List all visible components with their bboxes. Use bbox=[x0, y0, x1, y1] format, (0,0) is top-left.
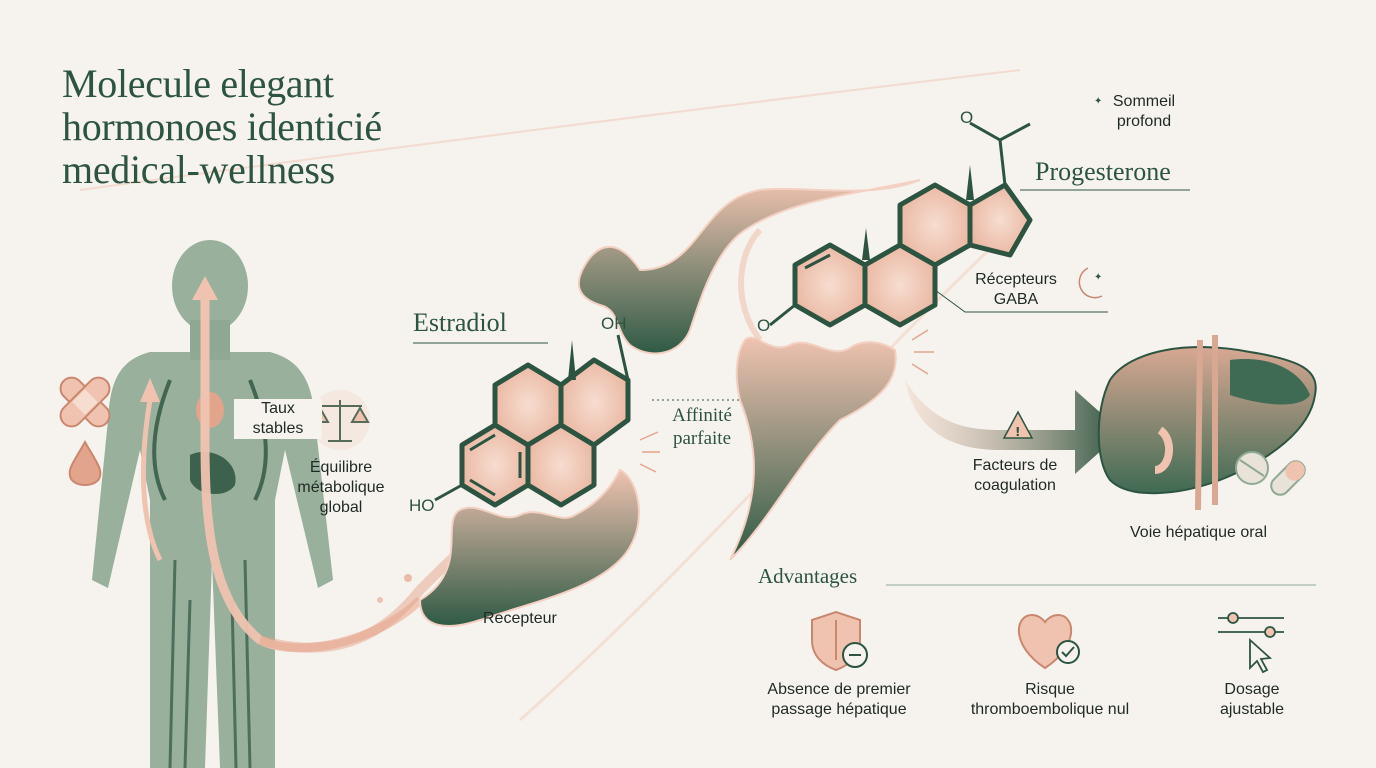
moon-stars-icon-gaba: ✦ bbox=[1078, 267, 1102, 299]
gaba-line-1: Récepteurs bbox=[975, 271, 1057, 288]
drop-icon bbox=[68, 439, 102, 486]
progesterone-upper-receptor bbox=[577, 179, 921, 355]
advantage-1-line-2: passage hépatique bbox=[771, 701, 907, 718]
equilibre-line-1: Équilibre bbox=[309, 459, 373, 476]
bandage-icon bbox=[59, 376, 111, 428]
affinity-label: Affinité parfaite bbox=[660, 404, 744, 450]
sommeil-line-1: Sommeil bbox=[1112, 93, 1176, 110]
equilibre-line-3: global bbox=[319, 499, 363, 516]
sommeil-label: Sommeil profond bbox=[1108, 92, 1180, 132]
advantage-item-first-pass: Absence de premier passage hépatique bbox=[756, 680, 922, 720]
hepatic-arrow bbox=[905, 380, 1122, 474]
estradiol-molecule bbox=[434, 334, 631, 508]
advantage-3-line-2: ajustable bbox=[1219, 701, 1285, 718]
equilibre-line-2: métabolique bbox=[297, 479, 385, 496]
moon-stars-icon: ✦ bbox=[1079, 92, 1102, 120]
svg-text:✦: ✦ bbox=[1094, 96, 1102, 107]
advantage-2-line-2: thromboembolique nul bbox=[970, 701, 1130, 718]
svg-text:✦: ✦ bbox=[1094, 272, 1102, 283]
advantages-heading: Advantages bbox=[758, 564, 858, 588]
title-line-3: medical-wellness bbox=[62, 147, 335, 192]
facteurs-line-1: Facteurs de bbox=[972, 457, 1058, 474]
gaba-line-2: GABA bbox=[993, 291, 1039, 308]
slider-cursor-icon bbox=[1218, 612, 1284, 674]
estradiol-label: Estradiol bbox=[413, 308, 507, 337]
advantage-3-line-1: Dosage bbox=[1224, 681, 1280, 698]
warning-icon: ! bbox=[1002, 410, 1034, 439]
page-title: Molecule elegant hormonoes identicié med… bbox=[62, 62, 382, 191]
spark-lines bbox=[639, 329, 934, 473]
advantage-item-dosage: Dosage ajustable bbox=[1200, 680, 1304, 720]
heart-check-icon bbox=[1018, 613, 1080, 670]
estradiol-receptor-pocket bbox=[418, 468, 640, 627]
progesterone-label: Progesterone bbox=[1035, 157, 1171, 186]
facteurs-label: Facteurs de coagulation bbox=[963, 456, 1067, 496]
title-line-2: hormonoes identicié bbox=[62, 104, 382, 149]
taux-line-2: stables bbox=[252, 420, 304, 437]
advantage-2-line-1: Risque bbox=[1025, 681, 1075, 698]
advantage-1-line-1: Absence de premier bbox=[767, 681, 911, 698]
receptor-label: Recepteur bbox=[483, 610, 557, 627]
svg-text:!: ! bbox=[1015, 425, 1020, 439]
facteurs-line-2: coagulation bbox=[974, 477, 1056, 494]
advantage-item-thrombo: Risque thromboembolique nul bbox=[955, 680, 1145, 720]
sommeil-line-2: profond bbox=[1116, 113, 1172, 130]
human-body-figure bbox=[92, 240, 424, 768]
progesterone-molecule bbox=[769, 121, 1033, 328]
o-top-label: O bbox=[960, 108, 974, 127]
gaba-label: Récepteurs GABA bbox=[968, 270, 1064, 310]
taux-stables-label: Taux stables bbox=[234, 399, 322, 439]
ho-label: HO bbox=[409, 496, 435, 515]
oh-label: OH bbox=[601, 314, 627, 333]
equilibre-label: Équilibre métabolique global bbox=[296, 458, 386, 518]
taux-line-1: Taux bbox=[261, 400, 295, 417]
title-line-1: Molecule elegant bbox=[62, 61, 334, 106]
shield-minus-icon bbox=[811, 610, 868, 672]
pills-icon bbox=[1235, 451, 1306, 496]
affinity-line-2: parfaite bbox=[672, 428, 731, 449]
affinity-line-1: Affinité bbox=[672, 405, 732, 426]
voie-hepatique-label: Voie hépatique oral bbox=[1130, 524, 1267, 541]
o-left-label: O bbox=[757, 316, 771, 335]
progesterone-receptor-pocket bbox=[729, 336, 897, 561]
